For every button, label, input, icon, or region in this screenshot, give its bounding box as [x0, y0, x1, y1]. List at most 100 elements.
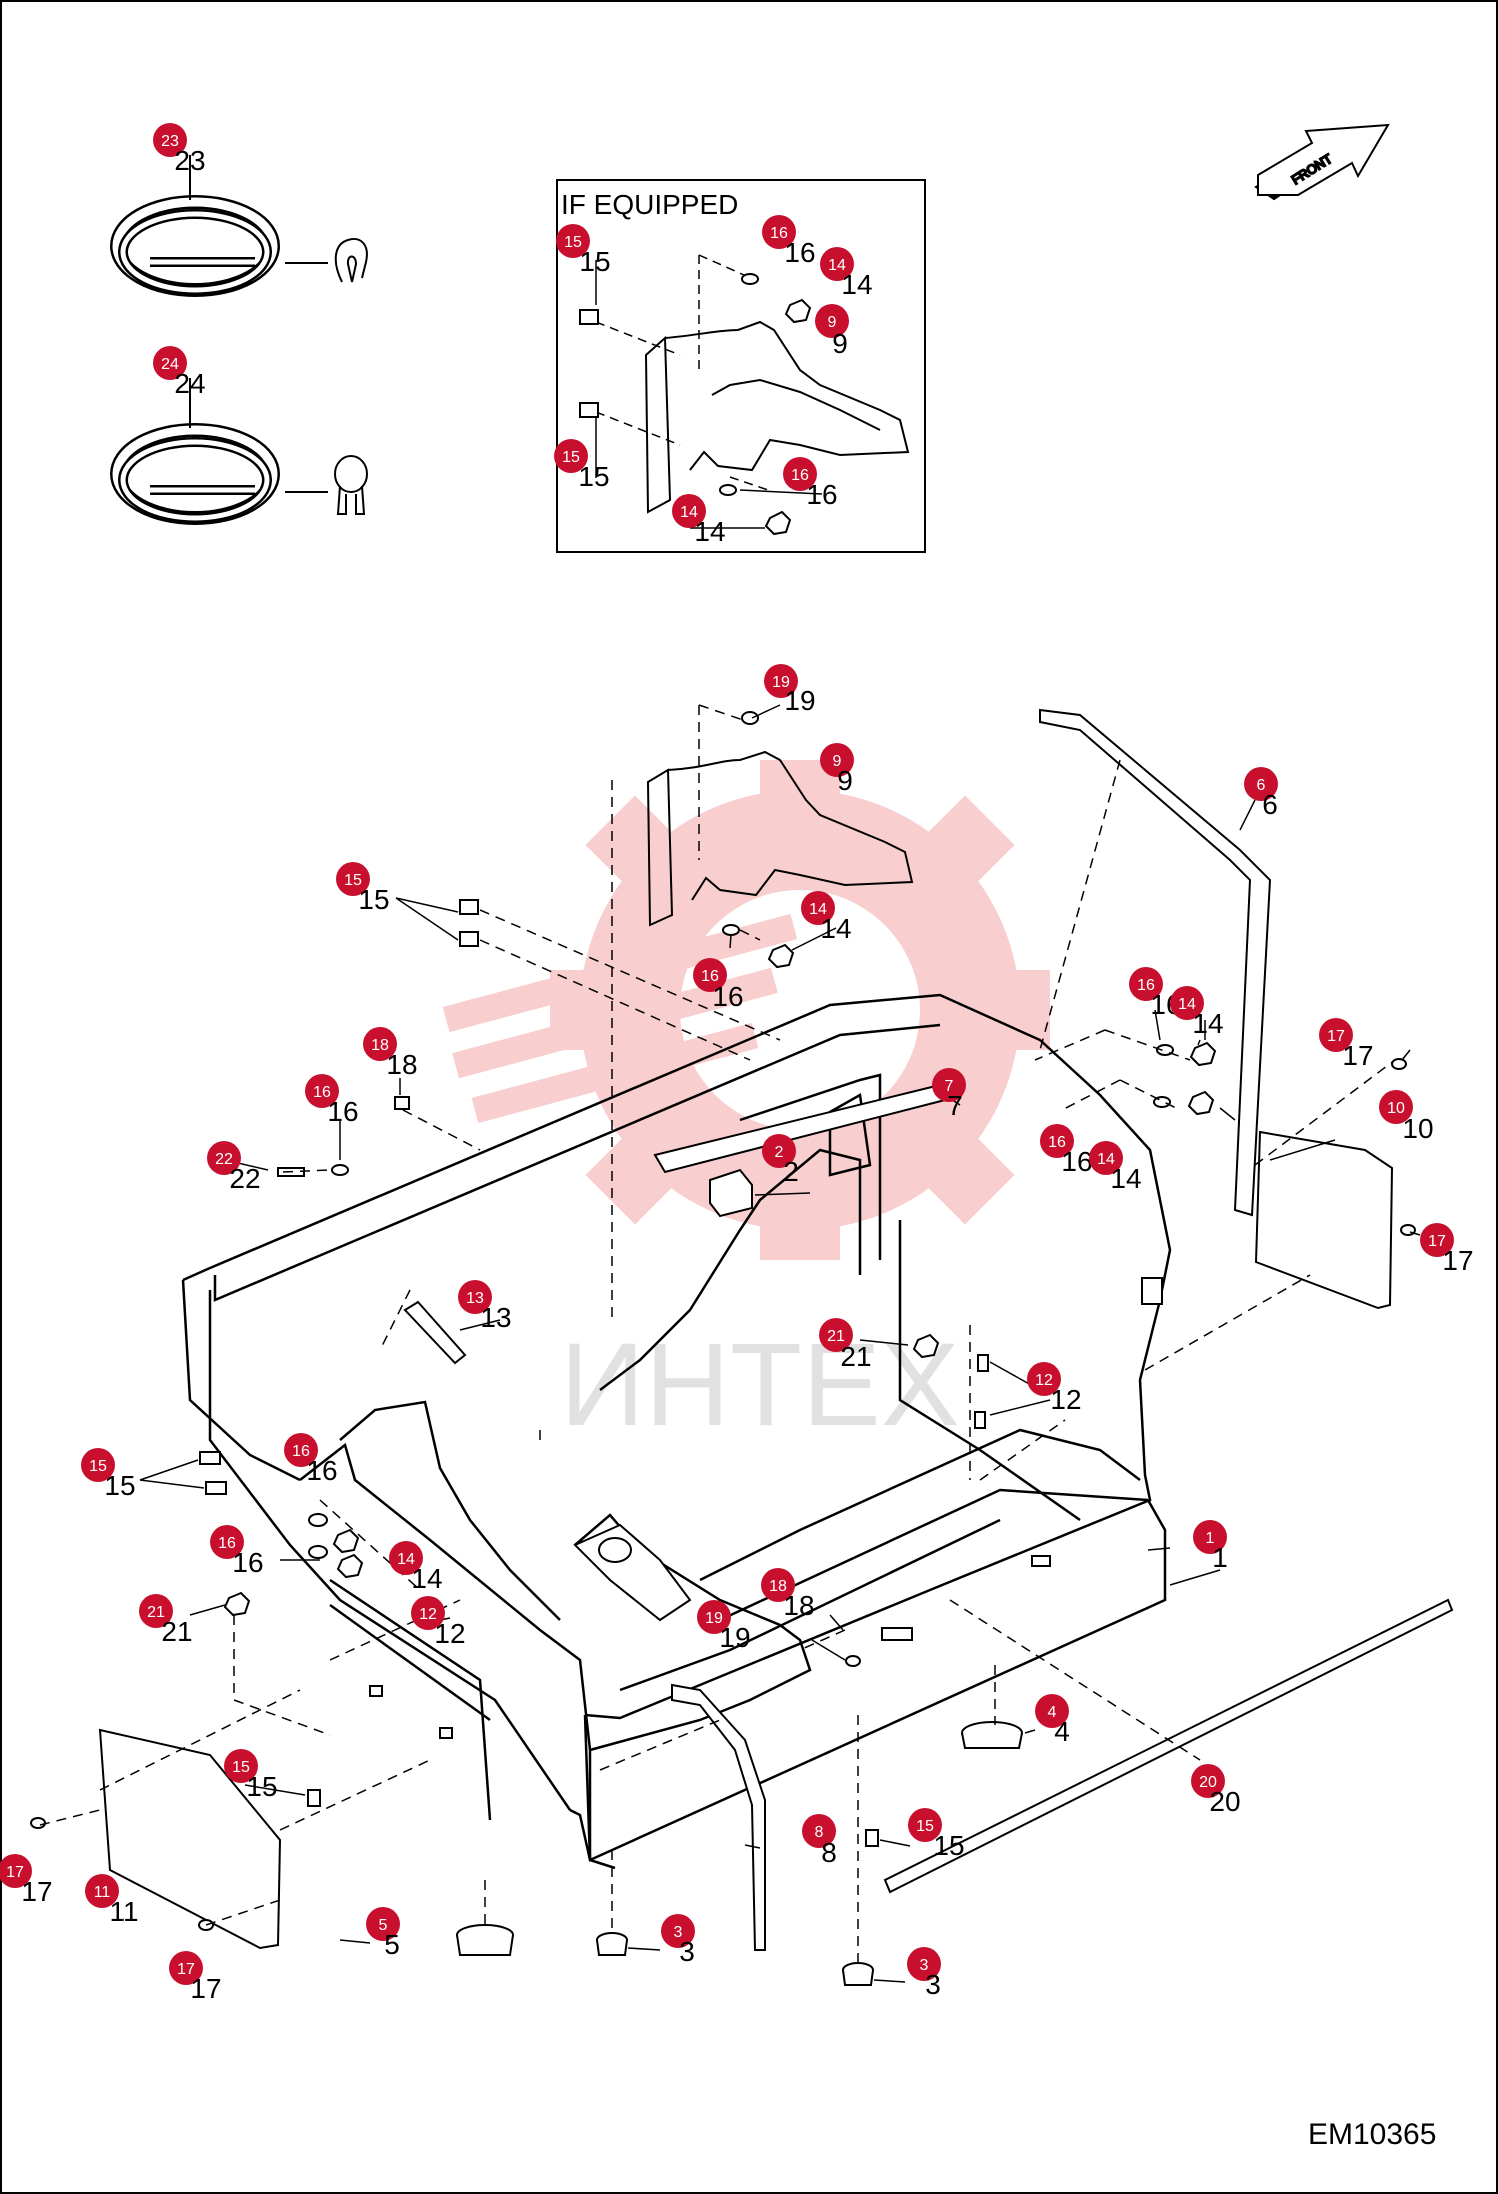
callout-c9b: 99: [820, 743, 854, 796]
part-number-label: 14: [694, 516, 725, 547]
callout-badge-number: 14: [809, 901, 827, 918]
hose-clip-icon: [334, 238, 368, 283]
callout-badge-icon: [1027, 1362, 1061, 1396]
callout-badge-icon: [305, 1074, 339, 1108]
callout-badge-number: 17: [1327, 1028, 1345, 1045]
callout-badge-number: 3: [674, 1924, 683, 1941]
part-number-label: 12: [1050, 1384, 1081, 1415]
hose-coil-23: [110, 155, 328, 297]
callout-badge-icon: [802, 1814, 836, 1848]
callout-badge-number: 14: [828, 257, 846, 274]
callout-badge-number: 14: [1178, 996, 1196, 1013]
callout-c6: 66: [1244, 767, 1278, 820]
callout-badge-number: 16: [1137, 977, 1155, 994]
callout-c8: 88: [802, 1814, 837, 1868]
callout-c5: 55: [366, 1907, 400, 1960]
part-number-label: 3: [925, 1969, 941, 2000]
callout-badge-number: 16: [218, 1535, 236, 1552]
callout-badge-number: 18: [371, 1037, 389, 1054]
front-arrow-icon: FRONT: [1254, 123, 1390, 201]
callout-badge-number: 21: [147, 1604, 165, 1621]
callout-badge-number: 16: [770, 225, 788, 242]
main-chassis: [181, 993, 1172, 1870]
callout-badge-number: 14: [680, 504, 698, 521]
callout-badge-icon: [762, 215, 796, 249]
callout-badge-icon: [1129, 967, 1163, 1001]
callout-badge-icon: [363, 1027, 397, 1061]
part-number-label: 16: [1061, 1146, 1092, 1177]
callout-badge-number: 15: [89, 1458, 107, 1475]
part-number-label: 14: [841, 269, 872, 300]
callout-badge-number: 23: [161, 133, 179, 150]
callout-badge-icon: [556, 224, 590, 258]
parts-layer: [30, 708, 1454, 1986]
callout-badge-icon: [1035, 1694, 1069, 1728]
inset-hardware: [579, 273, 812, 536]
callout-badge-icon: [153, 346, 187, 380]
part-number-label: 15: [578, 461, 609, 492]
callout-badge-icon: [801, 891, 835, 925]
callout-badge-icon: [389, 1541, 423, 1575]
part-number-label: 17: [190, 1973, 221, 2004]
watermark-text: ИНТЕХ: [560, 1319, 960, 1451]
callout-badge-icon: [697, 1600, 731, 1634]
callout-c4: 44: [1035, 1694, 1070, 1747]
watermark-stripes: [442, 913, 798, 1124]
callout-badge-icon: [207, 1141, 241, 1175]
inset-title: IF EQUIPPED: [561, 189, 738, 220]
part-number-label: 22: [229, 1163, 260, 1194]
callout-badge-number: 8: [815, 1824, 824, 1841]
callout-badge-number: 12: [419, 1606, 437, 1623]
dashed-leaders: [39, 704, 1396, 1965]
callout-badge-icon: [139, 1594, 173, 1628]
part-number-label: 17: [21, 1876, 52, 1907]
callout-badge-number: 19: [772, 674, 790, 691]
part-number-label: 18: [386, 1049, 417, 1080]
callout-badge-icon: [85, 1874, 119, 1908]
callout-c1: 11: [1193, 1520, 1228, 1573]
callout-badge-icon: [1089, 1141, 1123, 1175]
callout-badge-number: 1: [1206, 1530, 1215, 1547]
part-number-label: 16: [306, 1455, 337, 1486]
callout-badge-number: 7: [945, 1078, 954, 1095]
part-number-label: 15: [579, 246, 610, 277]
callout-badge-icon: [761, 1568, 795, 1602]
callout-badge-number: 18: [769, 1578, 787, 1595]
part-number-label: 17: [1442, 1245, 1473, 1276]
callout-badge-icon: [1040, 1124, 1074, 1158]
part-number-label: 7: [947, 1090, 963, 1121]
callout-badge-number: 5: [379, 1917, 388, 1934]
callout-badge-number: 17: [177, 1961, 195, 1978]
part-number-label: 12: [434, 1618, 465, 1649]
callout-badge-icon: [693, 958, 727, 992]
callout-badge-icon: [284, 1433, 318, 1467]
callout-badge-number: 10: [1387, 1100, 1405, 1117]
part-number-label: 23: [174, 145, 205, 176]
callout-badge-number: 17: [6, 1864, 24, 1881]
callout-badge-icon: [366, 1907, 400, 1941]
callout-badge-icon: [762, 1134, 796, 1168]
watermark: ИНТЕХ: [442, 760, 1050, 1451]
figure-code: EM10365: [1308, 2118, 1436, 2151]
callout-badge-number: 6: [1257, 777, 1266, 794]
part-number-label: 21: [161, 1616, 192, 1647]
callout-badge-icon: [764, 664, 798, 698]
bracket-9: [646, 750, 914, 927]
